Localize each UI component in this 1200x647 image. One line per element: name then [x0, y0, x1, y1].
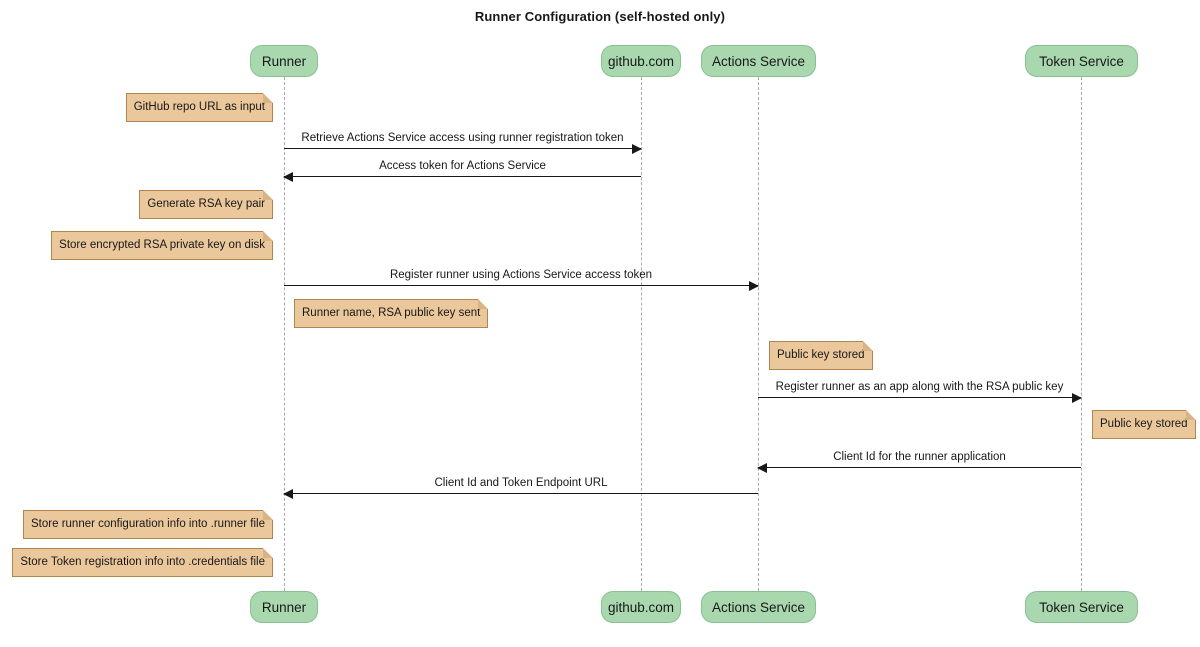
note-public-key-stored-token: Public key stored	[1092, 410, 1196, 439]
message-access-token: Access token for Actions Service	[283, 159, 641, 182]
participant-actions-service-top: Actions Service	[701, 45, 816, 77]
arrowhead-right-icon	[1072, 393, 1082, 403]
message-line	[757, 463, 1081, 473]
participant-token-service-bottom: Token Service	[1025, 591, 1138, 623]
participant-actions-service-bottom: Actions Service	[701, 591, 816, 623]
message-line	[284, 281, 759, 291]
note-github-repo-url: GitHub repo URL as input	[125, 93, 274, 122]
arrowhead-right-icon	[632, 144, 642, 154]
note-store-runner-file: Store runner configuration info into .ru…	[23, 510, 273, 539]
message-label: Register runner as an app along with the…	[775, 381, 1064, 393]
message-line	[283, 172, 641, 182]
arrowhead-right-icon	[749, 281, 759, 291]
message-label: Access token for Actions Service	[379, 160, 546, 172]
note-store-encrypted-private-key: Store encrypted RSA private key on disk	[51, 231, 273, 260]
message-register-runner: Register runner using Actions Service ac…	[284, 268, 759, 291]
arrowhead-left-icon	[757, 463, 767, 473]
participant-token-service-top: Token Service	[1025, 45, 1138, 77]
lifeline-token-service	[1081, 77, 1082, 591]
message-retrieve-actions-access: Retrieve Actions Service access using ru…	[284, 131, 642, 154]
participant-github-top: github.com	[601, 45, 681, 77]
arrowhead-left-icon	[283, 172, 293, 182]
note-public-key-stored-actions: Public key stored	[769, 341, 873, 370]
message-register-runner-app: Register runner as an app along with the…	[758, 380, 1082, 403]
message-line	[758, 393, 1082, 403]
participant-runner-bottom: Runner	[250, 591, 318, 623]
message-label: Client Id and Token Endpoint URL	[434, 477, 608, 489]
participant-label: Runner	[261, 599, 307, 615]
message-line	[283, 489, 758, 499]
message-label: Retrieve Actions Service access using ru…	[301, 132, 624, 144]
note-store-credentials-file: Store Token registration info into .cred…	[12, 548, 273, 577]
message-label: Register runner using Actions Service ac…	[389, 269, 653, 281]
arrowhead-left-icon	[283, 489, 293, 499]
lifeline-github	[641, 77, 642, 591]
participant-label: Actions Service	[711, 53, 806, 69]
participant-label: Token Service	[1039, 599, 1124, 615]
message-label: Client Id for the runner application	[833, 451, 1006, 463]
message-client-id-token-endpoint: Client Id and Token Endpoint URL	[283, 476, 758, 499]
participant-label: Token Service	[1039, 53, 1124, 69]
participant-github-bottom: github.com	[601, 591, 681, 623]
note-generate-rsa-key-pair: Generate RSA key pair	[139, 190, 273, 219]
lifeline-actions-service	[758, 77, 759, 591]
diagram-title: Runner Configuration (self-hosted only)	[474, 9, 726, 24]
lifeline-runner	[284, 77, 285, 591]
participant-label: github.com	[607, 599, 675, 615]
participant-label: Runner	[261, 53, 307, 69]
message-client-id: Client Id for the runner application	[757, 450, 1081, 473]
message-line	[284, 144, 642, 154]
participant-label: github.com	[607, 53, 675, 69]
participant-label: Actions Service	[711, 599, 806, 615]
note-runner-name-public-key-sent: Runner name, RSA public key sent	[294, 299, 489, 328]
participant-runner-top: Runner	[250, 45, 318, 77]
